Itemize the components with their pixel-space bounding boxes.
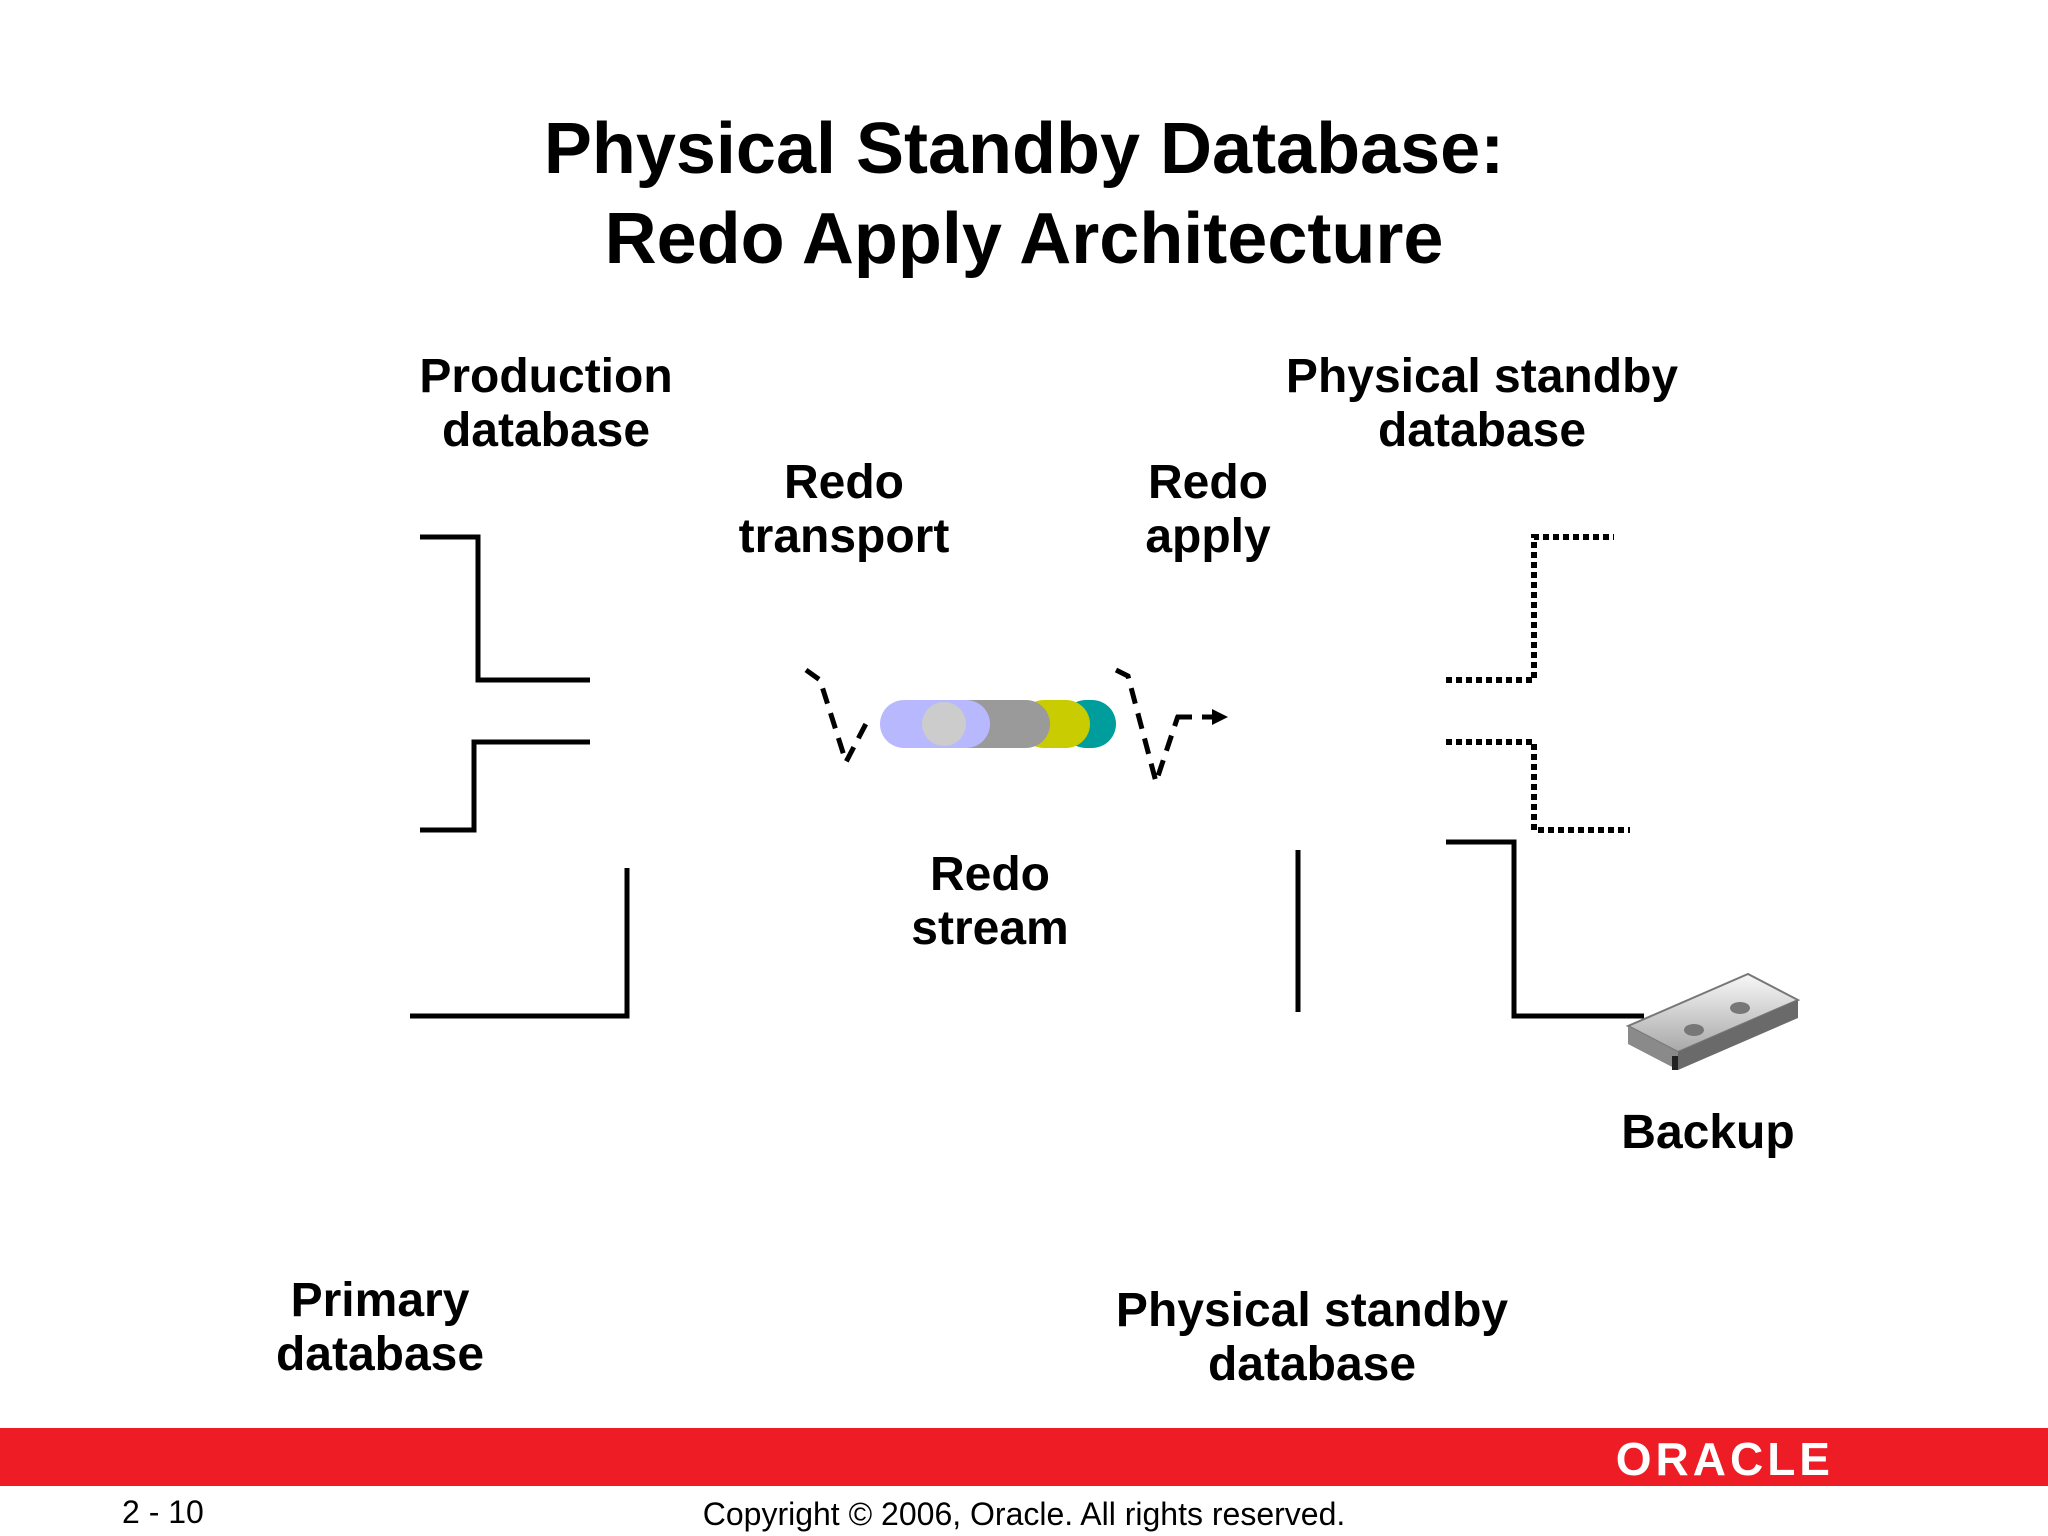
redo-stream-label-line-1: Redo bbox=[930, 848, 1050, 901]
standby-top-label-line-1: Physical standby bbox=[1286, 350, 1678, 403]
slide-number: 2 - 10 bbox=[122, 1494, 204, 1530]
standby-bottom-label-line-1: Physical standby bbox=[1116, 1284, 1508, 1337]
redo-transport-label-line-2: transport bbox=[739, 510, 950, 563]
copyright-notice: Copyright © 2006, Oracle. All rights res… bbox=[702, 1496, 1346, 1532]
footer-bar bbox=[0, 1428, 2048, 1486]
redo-apply-label-line-2: apply bbox=[1145, 510, 1271, 563]
redo-transport-label-line-1: Redo bbox=[784, 456, 904, 509]
title-line-1: Physical Standby Database: bbox=[543, 109, 1505, 189]
primary-connections bbox=[410, 534, 630, 1019]
standby-connections bbox=[1295, 534, 1644, 1019]
primary-label-line-2: database bbox=[276, 1328, 484, 1381]
production-label-line-2: database bbox=[442, 404, 650, 457]
architecture-diagram: Production database Physical standby dat… bbox=[218, 350, 1801, 1391]
arrow-head-icon bbox=[1212, 709, 1228, 725]
title-line-2: Redo Apply Architecture bbox=[604, 199, 1444, 279]
standby-top-label-line-2: database bbox=[1378, 404, 1586, 457]
redo-apply-link bbox=[1114, 667, 1212, 791]
redo-apply-label-line-1: Redo bbox=[1148, 456, 1268, 509]
redo-stream-capsule bbox=[880, 700, 1116, 748]
redo-transport-link bbox=[804, 667, 873, 769]
primary-label-line-1: Primary bbox=[291, 1274, 470, 1327]
standby-bottom-label-line-2: database bbox=[1208, 1338, 1416, 1391]
oracle-logo: ORACLE bbox=[1615, 1433, 1834, 1485]
page-title: Physical Standby Database: Redo Apply Ar… bbox=[0, 104, 2048, 284]
production-label-line-1: Production bbox=[419, 350, 672, 403]
backup-label: Backup bbox=[1621, 1106, 1794, 1159]
redo-stream-label-line-2: stream bbox=[911, 902, 1068, 955]
backup-tape-icon bbox=[1625, 972, 1801, 1070]
